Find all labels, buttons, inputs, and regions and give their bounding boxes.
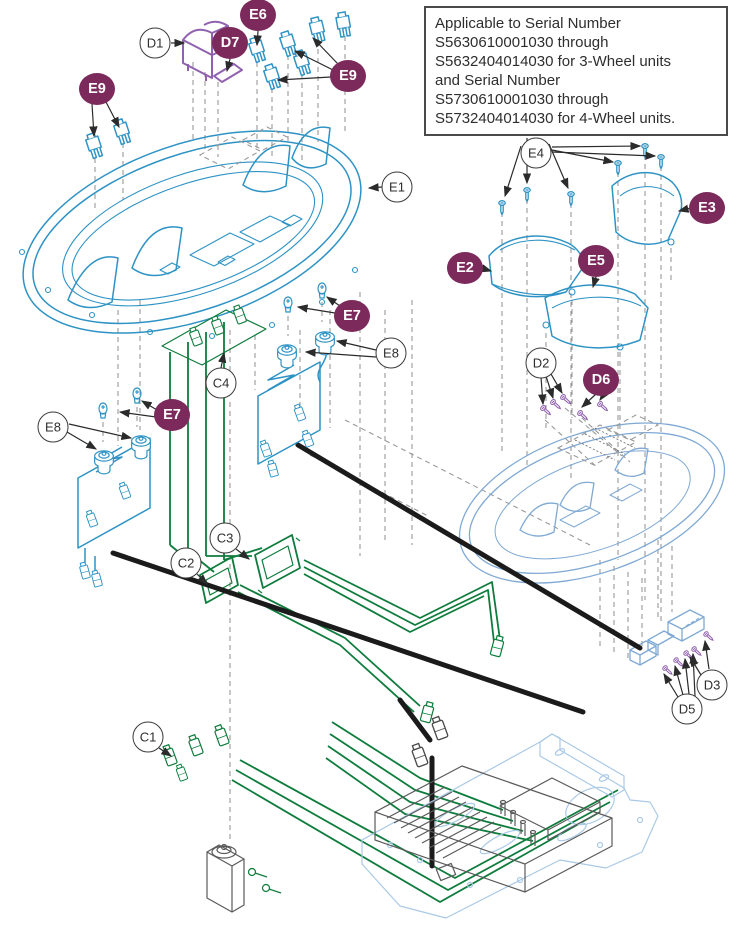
note-line-5: S5730610001030 through [435, 91, 609, 109]
note-line-2: S5630610001030 through [435, 34, 609, 52]
mounting-screws [539, 393, 716, 677]
lamp-harness-left [77, 387, 151, 588]
lower-shroud-body [458, 414, 726, 584]
main-shroud-body [18, 126, 362, 340]
note-line-1: Applicable to Serial Number [435, 15, 621, 32]
connector-c3 [254, 534, 301, 594]
circuit-breaker [182, 20, 243, 83]
connector-c2 [199, 556, 239, 604]
note-line-6: S5732404014030 for 4-Wheel units. [435, 110, 676, 128]
serial-note-box: Applicable to Serial Number S56306100010… [424, 6, 728, 137]
note-line-3: S5632404014030 for 3-Wheel units [435, 53, 672, 71]
lens-assembly [488, 143, 683, 351]
controller-module [374, 765, 613, 893]
heatsink-fins [386, 786, 502, 859]
terminal-studs [499, 799, 537, 846]
solenoid [206, 843, 245, 913]
note-line-4: and Serial Number [435, 72, 561, 90]
battery-connectors [629, 609, 705, 666]
ring-terminals [247, 867, 282, 894]
connector-c1 [160, 723, 231, 782]
mounting-bracket [361, 733, 659, 919]
callout-arrows [66, 30, 711, 757]
harness-c4 [161, 303, 267, 573]
black-wires [110, 442, 643, 869]
lens-right [611, 171, 683, 245]
green-wiring [160, 559, 619, 903]
lens-center [544, 284, 649, 349]
lamp-harness-right [257, 282, 335, 478]
